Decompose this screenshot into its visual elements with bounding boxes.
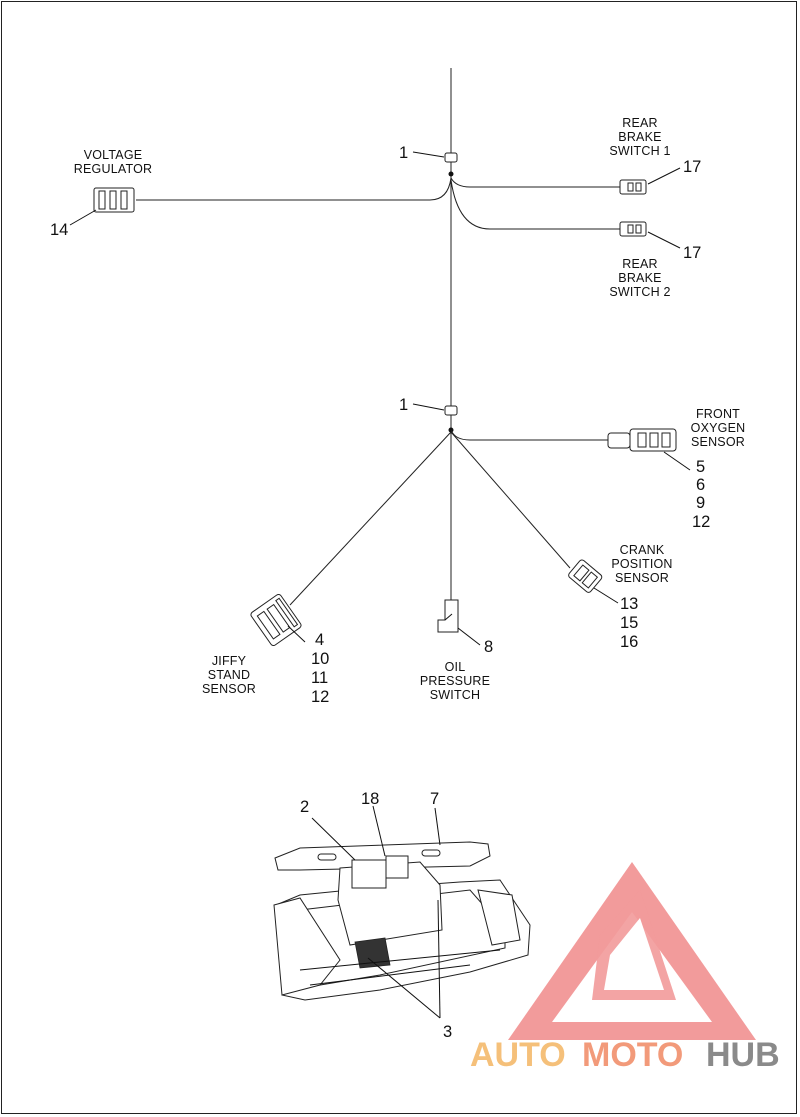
crank-position-sensor-label-2: POSITION <box>611 557 672 571</box>
callout-jiffy-stand-sensor-3: 11 <box>311 669 328 687</box>
rear-brake-switch-1-label-1: REAR <box>622 116 658 130</box>
watermark-logo <box>508 862 756 1040</box>
voltage-regulator-connector <box>93 187 135 213</box>
rear-brake-switch-1-connector <box>619 179 647 195</box>
voltage-regulator-label-1: VOLTAGE <box>84 148 143 162</box>
oil-pressure-switch-label-3: SWITCH <box>430 688 481 702</box>
oil-pressure-switch-label-1: OIL <box>445 660 466 674</box>
rear-brake-switch-1-label-2: BRAKE <box>618 130 661 144</box>
oil-pressure-switch-label-2: PRESSURE <box>420 674 490 688</box>
callout-rear-brake-switch-2: 17 <box>683 244 701 262</box>
watermark-wordmark: AUTO MOTO HUB <box>470 1036 780 1074</box>
callout-front-oxygen-sensor-1: 5 <box>696 458 705 476</box>
callout-oil-pressure-switch: 8 <box>484 638 493 656</box>
rear-brake-switch-2-label-3: SWITCH 2 <box>609 285 670 299</box>
rear-brake-switch-2-label-1: REAR <box>622 257 658 271</box>
callout-tray-bottom: 3 <box>443 1023 452 1041</box>
watermark-moto: MOTO <box>582 1036 683 1074</box>
callout-crank-position-sensor-1: 13 <box>620 595 638 613</box>
crank-position-sensor-label-1: CRANK <box>620 543 665 557</box>
callout-jiffy-stand-sensor-2: 10 <box>311 650 329 668</box>
harness-clip-upper <box>444 152 458 177</box>
harness-clip-lower <box>444 405 458 433</box>
callout-clip-upper: 1 <box>399 144 408 162</box>
callout-front-oxygen-sensor-4: 12 <box>692 513 710 531</box>
jiffy-stand-sensor-label-1: JIFFY <box>212 654 247 668</box>
jiffy-stand-sensor-label-3: SENSOR <box>202 682 256 696</box>
front-oxygen-sensor-connector <box>607 428 677 452</box>
crank-position-sensor-connector <box>568 559 603 593</box>
watermark-hub: HUB <box>706 1036 780 1074</box>
watermark-auto: AUTO <box>470 1036 566 1074</box>
front-oxygen-sensor-label-2: OXYGEN <box>691 421 746 435</box>
callout-voltage-regulator: 14 <box>50 221 68 239</box>
callout-tray-right: 7 <box>430 790 439 808</box>
crank-position-sensor-label-3: SENSOR <box>615 571 669 585</box>
voltage-regulator-label-2: REGULATOR <box>74 162 152 176</box>
callout-rear-brake-switch-1: 17 <box>683 158 701 176</box>
electrical-tray-assembly <box>273 805 531 1019</box>
callout-front-oxygen-sensor-3: 9 <box>696 494 705 512</box>
front-oxygen-sensor-label-1: FRONT <box>696 407 740 421</box>
callout-tray-middle: 18 <box>361 790 379 808</box>
rear-brake-switch-2-connector <box>619 221 647 237</box>
callout-crank-position-sensor-3: 16 <box>620 633 638 651</box>
jiffy-stand-sensor-label-2: STAND <box>208 668 250 682</box>
jiffy-stand-sensor-connector <box>250 593 302 647</box>
callout-jiffy-stand-sensor-4: 12 <box>311 688 329 706</box>
rear-brake-switch-2-label-2: BRAKE <box>618 271 661 285</box>
oil-pressure-switch <box>437 599 459 633</box>
callout-tray-left: 2 <box>300 798 309 816</box>
callout-clip-lower: 1 <box>399 396 408 414</box>
callout-crank-position-sensor-2: 15 <box>620 614 638 632</box>
callout-jiffy-stand-sensor-1: 4 <box>315 631 324 649</box>
front-oxygen-sensor-label-3: SENSOR <box>691 435 745 449</box>
callout-front-oxygen-sensor-2: 6 <box>696 476 705 494</box>
rear-brake-switch-1-label-3: SWITCH 1 <box>609 144 670 158</box>
